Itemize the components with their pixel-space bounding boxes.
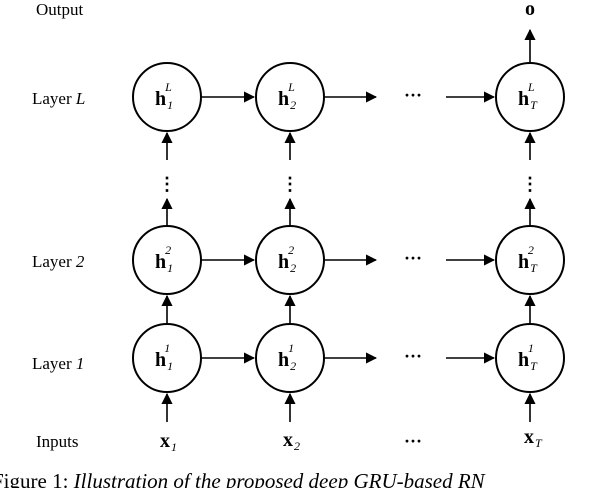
ellipsis-vertical-1: ⋮ xyxy=(158,174,176,194)
svg-text:h12: h12 xyxy=(155,243,173,275)
output-symbol: o xyxy=(525,0,535,20)
svg-text:h11: h11 xyxy=(155,341,172,373)
svg-text:hT2: hT2 xyxy=(518,243,538,275)
ellipsis-layer-1: ··· xyxy=(404,346,422,366)
input-x-2: x2 xyxy=(283,429,300,453)
node-h-T-L: hTL xyxy=(495,62,565,132)
node-h-2-2: h22 xyxy=(255,225,325,295)
svg-text:h21: h21 xyxy=(278,341,296,373)
svg-text:h1L: h1L xyxy=(155,80,173,112)
input-x-T: xT xyxy=(524,426,543,450)
svg-text:h2L: h2L xyxy=(278,80,296,112)
svg-text:hT1: hT1 xyxy=(518,341,538,373)
input-x-1: x1 xyxy=(160,430,177,454)
row-label-inputs: Inputs xyxy=(36,432,79,451)
ellipsis-top: ··· xyxy=(404,85,422,105)
row-label-output: Output xyxy=(36,0,84,19)
node-h-2-L: h2L xyxy=(255,62,325,132)
node-h-2-1: h21 xyxy=(255,323,325,393)
svg-text:hTL: hTL xyxy=(518,80,538,112)
node-h-T-2: hT2 xyxy=(495,225,565,295)
node-h-1-1: h11 xyxy=(132,323,202,393)
svg-text:h22: h22 xyxy=(278,243,296,275)
figure-caption: Figure 1: Illustration of the proposed d… xyxy=(0,469,486,488)
row-label-layer-2: Layer 2 xyxy=(32,252,85,271)
ellipsis-inputs: ··· xyxy=(404,431,422,451)
node-h-T-1: hT1 xyxy=(495,323,565,393)
node-h-1-L: h1L xyxy=(132,62,202,132)
node-h-1-2: h12 xyxy=(132,225,202,295)
row-label-layer-top: Layer L xyxy=(32,89,85,108)
row-label-layer-1: Layer 1 xyxy=(32,354,84,373)
ellipsis-vertical-2: ⋮ xyxy=(281,174,299,194)
ellipsis-vertical-T: ⋮ xyxy=(521,174,539,194)
ellipsis-layer-2: ··· xyxy=(404,248,422,268)
